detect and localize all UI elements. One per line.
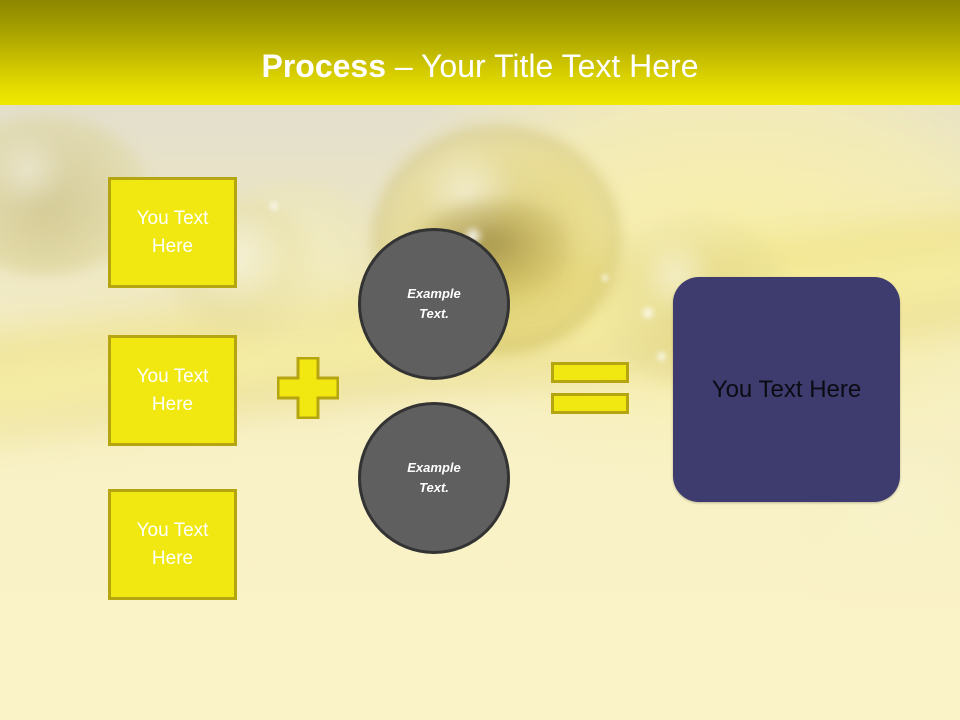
equals-bar-gap: [551, 383, 629, 393]
page-title-strong: Process: [261, 48, 387, 84]
input-box-2-line2: Here: [151, 393, 194, 415]
example-circle-1-line1: Example: [407, 285, 461, 301]
input-box-1-line1: You Text: [136, 207, 209, 229]
equals-bar-bottom: [551, 393, 629, 414]
sparkle-icon: [600, 273, 610, 283]
result-box-label: You Text Here: [711, 375, 862, 403]
sparkle-icon: [655, 350, 668, 363]
plus-sign-icon: [277, 357, 339, 419]
input-box-1-line2: Here: [151, 235, 194, 257]
sparkle-icon: [640, 305, 656, 321]
example-circle-1-line2: Text.: [419, 306, 449, 321]
input-box-3-line2: Here: [151, 547, 194, 569]
page-title: Process – Your Title Text Here: [0, 50, 960, 82]
equals-bar-top: [551, 362, 629, 383]
title-bar: Process – Your Title Text Here: [0, 0, 960, 105]
input-box-3-line1: You Text: [136, 519, 209, 541]
example-circle-2-line2: Text.: [419, 480, 449, 495]
result-box[interactable]: You Text Here: [673, 277, 900, 502]
example-circle-2-line1: Example: [407, 459, 461, 475]
input-box-2-line1: You Text: [136, 365, 209, 387]
sparkle-icon: [268, 200, 280, 212]
page-title-rest: – Your Title Text Here: [386, 48, 699, 84]
equals-sign-icon: [551, 362, 629, 414]
